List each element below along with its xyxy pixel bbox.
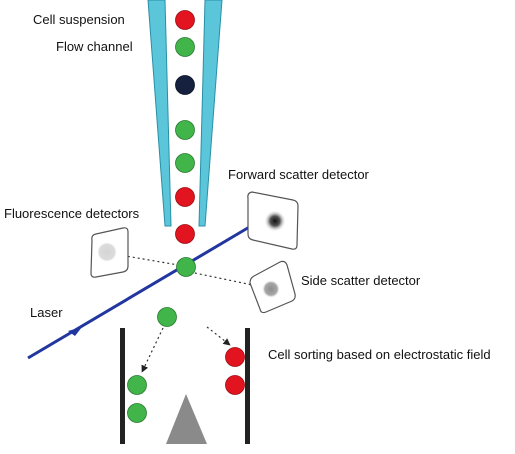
sorted-cell-right-red — [225, 347, 245, 367]
collection-divider — [166, 394, 207, 444]
free-cell — [157, 307, 177, 327]
fluorescence-detector — [90, 227, 129, 278]
label-flow-channel: Flow channel — [56, 39, 133, 54]
channel-cell-green — [175, 37, 195, 57]
fluorescence-spot-icon — [97, 242, 117, 262]
sorted-cell-right-red — [225, 375, 245, 395]
sorted-cell-left-green — [127, 403, 147, 423]
channel-cells — [175, 10, 195, 244]
label-cell-suspension: Cell suspension — [33, 12, 125, 27]
channel-cell-green — [175, 120, 195, 140]
forward-scatter-spot-icon — [264, 210, 286, 232]
sorted-cell-left-green — [127, 375, 147, 395]
label-cell-sorting: Cell sorting based on electrostatic fiel… — [268, 347, 491, 362]
side-scatter-spot-icon — [262, 280, 280, 298]
side-scatter-detector — [249, 260, 296, 314]
forward-scatter-detector — [247, 191, 299, 250]
laser-direction-arrow-icon — [68, 327, 82, 336]
sorted-cells-right — [225, 347, 245, 395]
flow-channel — [147, 0, 223, 227]
channel-cell-green — [175, 153, 195, 173]
flow-channel-left-wall — [147, 0, 172, 227]
label-laser: Laser — [30, 305, 63, 320]
channel-cell-red — [175, 187, 195, 207]
channel-cell-red — [175, 10, 195, 30]
signal-path-right-sort — [206, 326, 231, 346]
cell-at-laser-intersection — [176, 257, 196, 277]
laser-beam — [27, 214, 269, 360]
signal-path-fluorescence — [119, 252, 185, 267]
label-fluorescence-detectors: Fluorescence detectors — [4, 206, 140, 221]
flow-channel-right-wall — [198, 0, 223, 227]
label-forward-scatter-detector: Forward scatter detector — [228, 167, 370, 182]
channel-cell-dark — [175, 75, 195, 95]
signal-path-left-sort — [141, 327, 164, 373]
electrostatic-plate-left — [120, 328, 125, 444]
channel-cell-red — [175, 224, 195, 244]
label-side-scatter-detector: Side scatter detector — [301, 273, 421, 288]
sorted-cells-left — [127, 375, 147, 423]
electrostatic-plate-right — [245, 328, 250, 444]
